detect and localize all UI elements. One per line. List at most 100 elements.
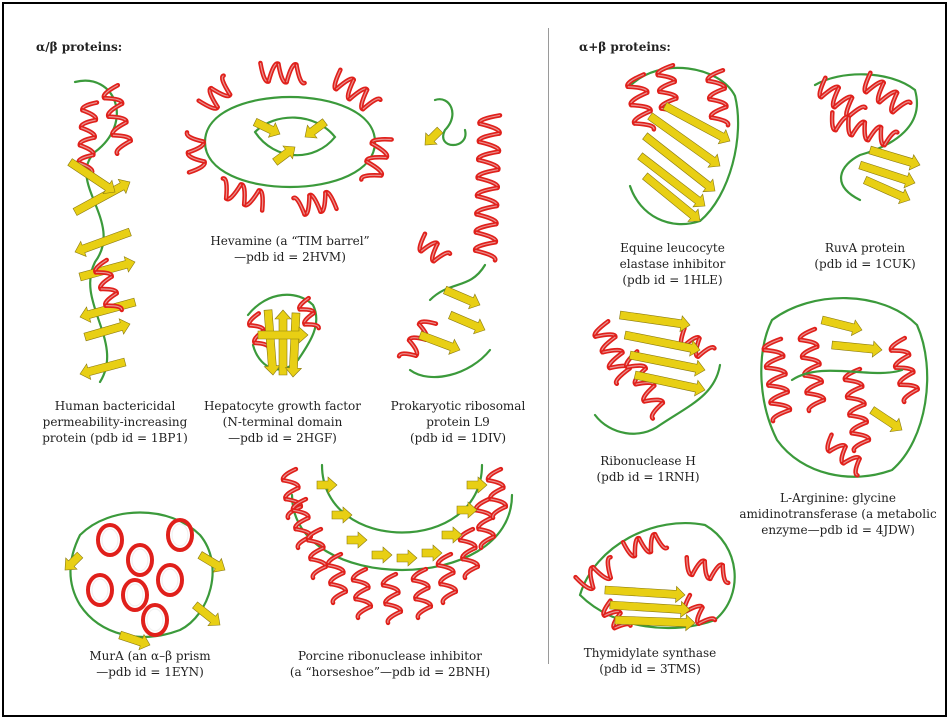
caption-line: Human bactericidal <box>30 398 200 414</box>
ribbon-svg-1rnh <box>580 295 730 445</box>
caption-line: enzyme—pdb id = 4JDW) <box>738 522 938 538</box>
caption-line: (pdb id = 3TMS) <box>580 661 720 677</box>
helix-ring-highlight <box>147 609 163 631</box>
helix-turn <box>388 612 401 623</box>
structure-2bnh-ribbon <box>282 455 522 635</box>
helix-turn <box>117 141 131 154</box>
helix-ring-highlight <box>162 569 178 591</box>
beta-strand-arrow <box>397 550 417 566</box>
caption-line: protein L9 <box>378 414 538 430</box>
caption-line: L-Arginine: glycine <box>738 490 938 506</box>
helix-turn <box>443 592 456 603</box>
beta-strand-arrow <box>619 311 690 332</box>
structure-3tms-ribbon <box>565 505 750 640</box>
caption-line: RuvA protein <box>800 240 930 256</box>
ribbon-svg-1bp1 <box>55 62 150 392</box>
helix-turn <box>655 534 667 548</box>
structure-1eyn-ribbon <box>60 495 230 645</box>
helix-turn <box>904 389 918 401</box>
helix-turn <box>481 537 494 548</box>
caption-1cuk: RuvA protein (pdb id = 1CUK) <box>800 240 930 272</box>
helix-ring-highlight <box>102 529 118 551</box>
ribbon-svg-2hvm <box>185 62 395 217</box>
caption-3tms: Thymidylate synthase (pdb id = 3TMS) <box>580 645 720 677</box>
beta-strand-arrow <box>193 602 220 626</box>
helix-turn <box>773 410 790 421</box>
caption-line: amidinotransferase (a metabolic <box>738 506 938 522</box>
structure-1rnh-ribbon <box>580 295 730 445</box>
caption-line: Porcine ribonuclease inhibitor <box>275 648 505 664</box>
beta-strand-arrow <box>443 286 480 308</box>
caption-1div: Prokaryotic ribosomal protein L9 (pdb id… <box>378 398 538 446</box>
caption-line: Hevamine (a “TIM barrel” <box>190 233 390 249</box>
coil-segment <box>322 465 482 533</box>
caption-2hvm: Hevamine (a “TIM barrel” —pdb id = 2HVM) <box>190 233 390 265</box>
coil-segment <box>205 97 375 187</box>
caption-line: —pdb id = 1EYN) <box>70 664 230 680</box>
ribbon-svg-3tms <box>565 505 750 640</box>
helix-turn <box>293 198 304 215</box>
ribbon-svg-4jdw <box>752 290 937 485</box>
structure-1bp1-ribbon <box>55 62 150 392</box>
heading-alpha-plus-beta-proteins: α+β proteins: <box>579 40 671 54</box>
helix-turn <box>854 440 869 451</box>
caption-line: (pdb id = 1DIV) <box>378 430 538 446</box>
helix-turn <box>465 567 478 578</box>
panel-divider <box>548 28 549 664</box>
beta-strand-arrow <box>198 552 225 573</box>
caption-line: (a “horseshoe”—pdb id = 2BNH) <box>275 664 505 680</box>
helix-ring-highlight <box>132 549 148 571</box>
helix-turn <box>333 592 346 603</box>
beta-strand-arrow <box>870 407 902 432</box>
beta-strand-arrow <box>273 146 295 165</box>
caption-line: Thymidylate synthase <box>580 645 720 661</box>
ribbon-svg-1eyn <box>60 495 230 645</box>
beta-strand-arrow <box>419 331 460 354</box>
beta-strand-arrow <box>275 310 291 375</box>
structure-1cuk-ribbon <box>800 65 930 210</box>
ribbon-svg-1div <box>390 90 520 390</box>
caption-line: (pdb id = 1CUK) <box>800 256 930 272</box>
helix-ring-highlight <box>92 579 108 601</box>
beta-strand-arrow <box>821 316 862 335</box>
caption-line: Equine leucocyte <box>605 240 740 256</box>
ribbon-svg-2hgf <box>238 285 328 390</box>
beta-strand-arrow <box>457 502 477 518</box>
beta-strand-arrow <box>332 507 352 523</box>
caption-1rnh: Ribonuclease H (pdb id = 1RNH) <box>583 453 713 485</box>
beta-strand-arrow <box>68 159 115 194</box>
helix-turn <box>313 567 326 578</box>
caption-line: Ribonuclease H <box>583 453 713 469</box>
caption-line: (N-terminal domain <box>195 414 370 430</box>
structure-2hgf-ribbon <box>238 285 328 390</box>
structure-1div-ribbon <box>390 90 520 390</box>
beta-strand-arrow <box>347 532 367 548</box>
beta-strand-arrow <box>425 127 443 145</box>
caption-2bnh: Porcine ribonuclease inhibitor (a “horse… <box>275 648 505 680</box>
caption-line: —pdb id = 2HVM) <box>190 249 390 265</box>
heading-alpha-beta-proteins: α/β proteins: <box>36 40 122 54</box>
caption-line: Hepatocyte growth factor <box>195 398 370 414</box>
caption-line: (pdb id = 1RNH) <box>583 469 713 485</box>
caption-2hgf: Hepatocyte growth factor (N-terminal dom… <box>195 398 370 446</box>
helix-turn <box>418 607 431 618</box>
beta-strand-arrow <box>448 311 485 333</box>
caption-line: Prokaryotic ribosomal <box>378 398 538 414</box>
structure-2hvm-ribbon <box>185 62 395 217</box>
caption-line: MurA (an α–β prism <box>70 648 230 664</box>
helix-turn <box>493 507 506 518</box>
structure-4jdw-ribbon <box>752 290 937 485</box>
beta-strand-arrow <box>65 552 83 570</box>
beta-strand-arrow <box>832 341 882 357</box>
beta-strand-arrow <box>372 547 392 563</box>
caption-line: protein (pdb id = 1BP1) <box>30 430 200 446</box>
structure-1hle-ribbon <box>610 56 750 236</box>
ribbon-svg-2bnh <box>282 455 522 635</box>
helix-turn <box>809 400 824 411</box>
helix-ring-highlight <box>127 584 143 606</box>
caption-line: —pdb id = 2HGF) <box>195 430 370 446</box>
helix-turn <box>616 368 630 383</box>
helix-turn <box>652 403 663 419</box>
coil-segment <box>435 99 465 145</box>
caption-4jdw: L-Arginine: glycine amidinotransferase (… <box>738 490 938 538</box>
